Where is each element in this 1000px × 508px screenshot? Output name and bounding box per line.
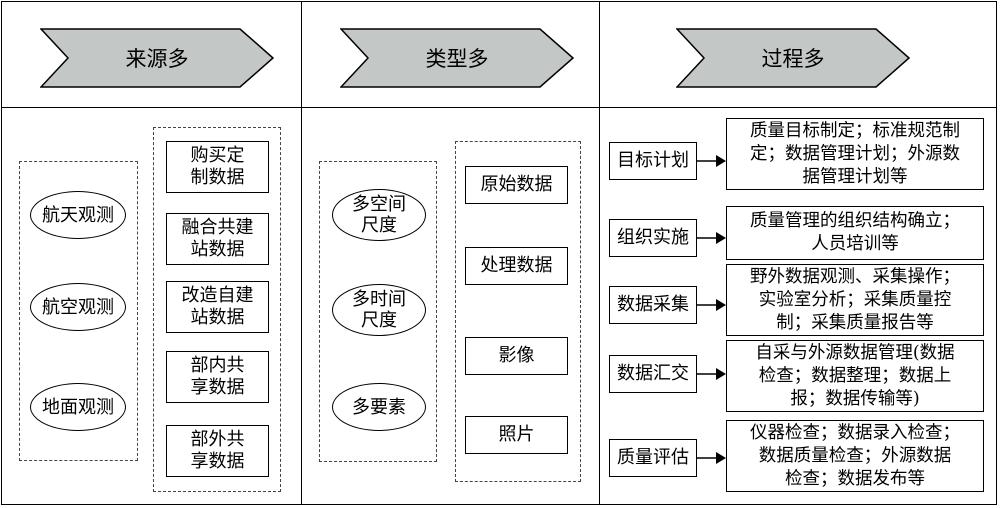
chevron-shape-icon [40, 28, 274, 88]
data-kind-box: 原始数据 [465, 166, 568, 204]
column-divider-1 [301, 1, 302, 505]
data-channel-box: 购买定 制数据 [166, 141, 269, 193]
data-kind-box: 照片 [465, 416, 568, 454]
data-kind-box: 影像 [465, 337, 568, 375]
arrow-right-icon [697, 298, 726, 312]
process-detail-box: 仪器检查；数据录入检查； 数据质量检查；外源数据 检查；数据发布等 [726, 420, 984, 492]
process-step-box: 数据采集 [609, 286, 697, 324]
observation-oval: 航空观测 [30, 283, 126, 331]
data-channel-group [153, 127, 281, 492]
arrow-right-icon [697, 367, 726, 381]
data-kind-group [455, 141, 581, 482]
column-title: 过程多 [761, 47, 825, 71]
dimension-group [319, 161, 437, 462]
observation-oval: 地面观测 [30, 383, 126, 431]
data-channel-box: 部内共 享数据 [166, 351, 269, 403]
process-detail-box: 质量目标制定；标准规范制 定；数据管理计划；外源数 据管理计划等 [726, 118, 984, 190]
arrow-right-icon [697, 154, 726, 168]
chevron-sources: 来源多 [40, 28, 274, 88]
column-title: 来源多 [125, 47, 189, 71]
data-channel-box: 部外共 享数据 [166, 425, 269, 477]
process-detail-box: 野外数据观测、采集操作； 实验室分析；采集质量控 制；采集质量报告等 [726, 264, 984, 336]
data-channel-box: 改造自建 站数据 [166, 281, 269, 333]
arrow-right-icon [697, 451, 726, 465]
process-step-box: 质量评估 [609, 439, 697, 477]
chevron-types: 类型多 [340, 28, 574, 88]
observation-oval: 航天观测 [30, 191, 126, 239]
data-kind-box: 处理数据 [465, 247, 568, 285]
column-title: 类型多 [425, 47, 489, 71]
dimension-oval: 多空间 尺度 [332, 189, 426, 241]
column-divider-2 [599, 1, 600, 505]
dimension-oval: 多时间 尺度 [332, 284, 426, 336]
arrow-right-icon [697, 231, 726, 245]
dimension-oval: 多要素 [332, 383, 426, 431]
observation-group [19, 161, 138, 461]
process-step-box: 组织实施 [609, 219, 697, 257]
process-step-box: 数据汇交 [609, 355, 697, 393]
chevron-shape-icon [676, 28, 910, 88]
process-step-box: 目标计划 [609, 142, 697, 180]
header-divider [1, 107, 997, 108]
chevron-shape-icon [340, 28, 574, 88]
chevron-process: 过程多 [676, 28, 910, 88]
process-detail-box: 自采与外源数据管理(数据 检查；数据整理；数据上 报；数据传输等) [726, 340, 984, 412]
data-channel-box: 融合共建 站数据 [166, 213, 269, 265]
process-detail-box: 质量管理的组织结构确立； 人员培训等 [726, 206, 984, 260]
